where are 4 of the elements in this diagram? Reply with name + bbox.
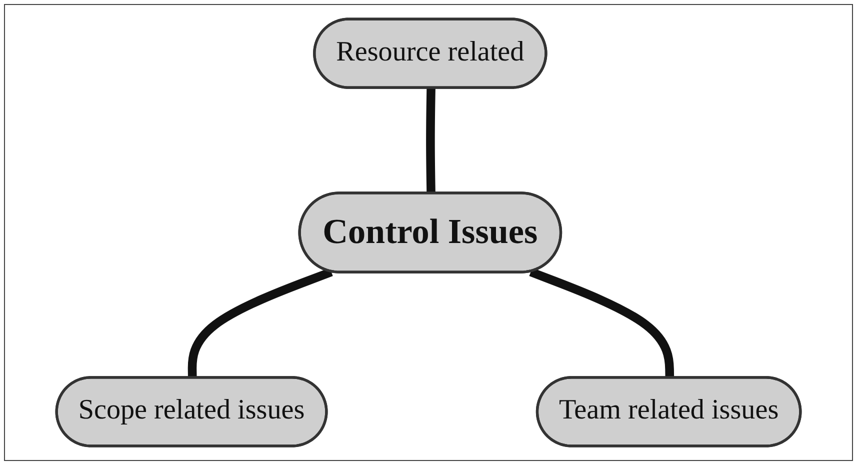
diagram-frame: Resource related Control Issues Scope related issues Team related issues bbox=[4, 4, 853, 461]
connector bbox=[188, 268, 333, 378]
connector bbox=[529, 268, 674, 378]
connector bbox=[426, 88, 436, 194]
